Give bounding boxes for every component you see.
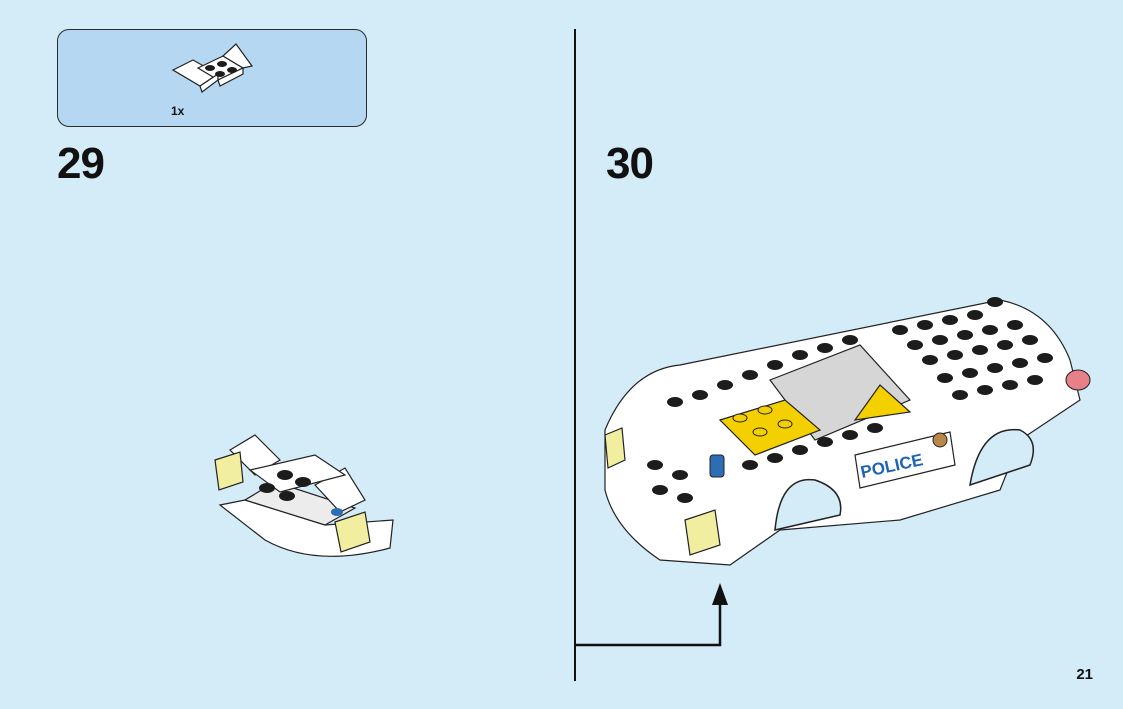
step-divider: [574, 29, 576, 681]
insert-arrow-icon: [574, 583, 728, 647]
parts-callout: 1x: [57, 29, 367, 127]
front-assembly-illustration: [214, 434, 394, 557]
step-number-30: 30: [606, 139, 654, 188]
part-quantity: 1x: [171, 104, 185, 118]
page-number: 21: [1076, 666, 1093, 683]
police-car-illustration: POLICE: [604, 297, 1091, 566]
white-wedge-plate-part-icon: [171, 43, 254, 93]
step-number-29: 29: [57, 139, 105, 188]
